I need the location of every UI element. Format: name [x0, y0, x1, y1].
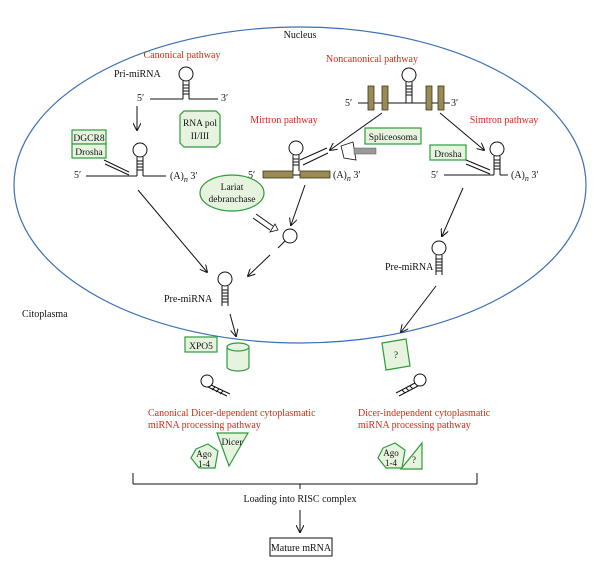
arrow-canonical-to-pre — [137, 189, 207, 272]
svg-text:DGCR8: DGCR8 — [73, 134, 104, 144]
pri-mirna-label: Pri-miRNA — [114, 69, 161, 80]
lariat-debranchase-box: Lariat debranchase — [199, 174, 265, 212]
svg-text:Ago: Ago — [196, 449, 212, 459]
canonical-processed-rna — [86, 142, 166, 177]
canonical-5prime: 5′ — [74, 170, 81, 181]
svg-text:1-4: 1-4 — [385, 458, 397, 468]
pre-mirna-right-label: Pre-miRNA — [385, 262, 434, 273]
mirtron-rna — [262, 140, 331, 179]
nuclear-pore-cylinder — [226, 342, 250, 372]
simtron-pathway-label: Simtron pathway — [470, 115, 539, 126]
canonical-polya: (A)n 3′ — [170, 171, 198, 184]
arrow-lariat-to-pre — [248, 254, 271, 276]
svg-text:II/III: II/III — [191, 132, 209, 142]
svg-text:debranchase: debranchase — [209, 195, 256, 205]
arrow-simtron-down — [442, 187, 464, 236]
svg-text:Spliceosoma: Spliceosoma — [369, 133, 418, 143]
noncanonical-gene — [358, 67, 450, 111]
drosha-box-left: Drosha — [71, 143, 107, 159]
svg-text:1-4: 1-4 — [198, 459, 210, 469]
canonical-dicer-label-1: Canonical Dicer-dependent cytoplasmatic — [148, 408, 316, 419]
arrow-right-to-export — [401, 285, 437, 332]
loading-risc-label: Loading into RISC complex — [243, 494, 356, 505]
pre-mirna-left-label: Pre-miRNA — [164, 294, 213, 305]
pre-mirna-right-hairpin — [431, 240, 447, 275]
dicer-protein: Dicer — [216, 432, 250, 468]
cyto-hairpin-right — [395, 373, 427, 397]
xpo5-box: XPO5 — [184, 336, 218, 353]
nucleus-membrane — [13, 26, 587, 344]
mirtron-pathway-label: Mirtron pathway — [250, 115, 318, 126]
cyto-hairpin-left — [200, 374, 231, 397]
dicer-independent-label-1: Dicer-independent cytoplasmatic — [358, 408, 491, 419]
canonical-pathway-label: Canonical pathway — [144, 50, 221, 61]
svg-text:Drosha: Drosha — [75, 148, 103, 158]
ago-right: Ago 1-4 — [377, 442, 406, 469]
svg-text:?: ? — [412, 455, 416, 465]
rna-pol-box: RNA pol II/III — [179, 110, 221, 148]
spliceosoma-box: Spliceosoma — [364, 127, 422, 145]
drosha-box-right: Drosha — [429, 144, 467, 161]
unknown-protein-right: ? — [399, 441, 423, 470]
dgcr8-box: DGCR8 — [71, 129, 107, 145]
simtron-5prime: 5′ — [431, 170, 438, 181]
mirtron-5prime: 5′ — [248, 170, 255, 181]
pri-5prime: 5′ — [137, 93, 144, 104]
noncanonical-pathway-label: Noncanonical pathway — [326, 54, 418, 65]
citoplasma-label: Citoplasma — [22, 309, 68, 320]
svg-text:XPO5: XPO5 — [189, 342, 213, 352]
lariat-intermediate — [277, 228, 298, 249]
svg-text:Lariat: Lariat — [221, 183, 244, 193]
simtron-processed-rna — [444, 141, 508, 176]
simtron-polya: (A)n 3′ — [511, 170, 539, 183]
svg-text:?: ? — [394, 350, 398, 360]
mature-mrna-box: Mature mRNA — [269, 537, 333, 557]
export-unknown-protein: ? — [381, 338, 411, 371]
noncanonical-5prime: 5′ — [345, 98, 352, 109]
pre-mirna-left-hairpin — [217, 271, 233, 306]
svg-text:Drosha: Drosha — [434, 150, 462, 160]
pri-3prime: 3′ — [221, 93, 228, 104]
pri-mirna-hairpin — [150, 66, 218, 100]
canonical-dicer-label-2: miRNA processing pathway — [148, 420, 261, 431]
dicer-independent-label-2: miRNA processing pathway — [358, 420, 471, 431]
risc-bracket — [132, 473, 478, 489]
noncanonical-3prime: 3′ — [451, 98, 458, 109]
arrow-mirtron-down — [291, 184, 306, 225]
arrow-to-mirtron — [330, 112, 383, 150]
svg-text:Dicer: Dicer — [221, 438, 243, 448]
spliceosome-cutter — [340, 141, 377, 161]
mirtron-polya: (A)n 3′ — [333, 170, 361, 183]
arrow-left-to-xpo5 — [229, 313, 236, 336]
ago-left: Ago 1-4 — [190, 443, 219, 469]
svg-text:RNA pol: RNA pol — [183, 119, 217, 129]
arrow-to-simtron — [439, 112, 484, 150]
nucleus-label: Nucleus — [284, 30, 317, 41]
svg-text:Mature mRNA: Mature mRNA — [271, 543, 332, 554]
lariat-double-arrow — [252, 213, 279, 233]
svg-text:Ago: Ago — [383, 448, 399, 458]
